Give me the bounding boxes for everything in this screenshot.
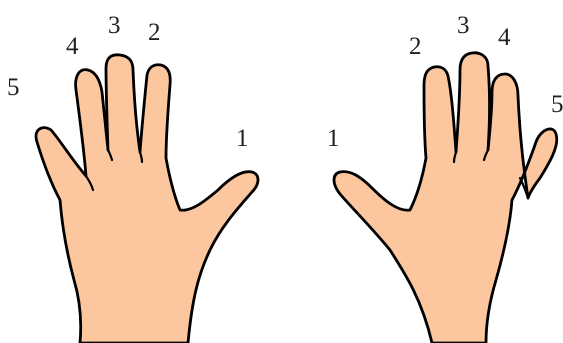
left-pinky-label: 5 <box>7 74 20 101</box>
left-ring-label: 4 <box>66 33 79 60</box>
right-index-label: 2 <box>409 33 422 60</box>
left-hand <box>36 55 258 343</box>
right-pinky-label: 5 <box>551 91 563 118</box>
left-index-label: 2 <box>148 19 161 46</box>
left-middle-label: 3 <box>108 12 121 39</box>
right-middle-label: 3 <box>457 12 470 39</box>
left-thumb-label: 1 <box>236 125 249 152</box>
right-thumb-label: 1 <box>327 125 340 152</box>
right-ring-label: 4 <box>498 24 511 51</box>
right-hand <box>334 53 557 343</box>
right-hand-outline <box>334 53 557 343</box>
left-hand-outline <box>36 55 258 343</box>
